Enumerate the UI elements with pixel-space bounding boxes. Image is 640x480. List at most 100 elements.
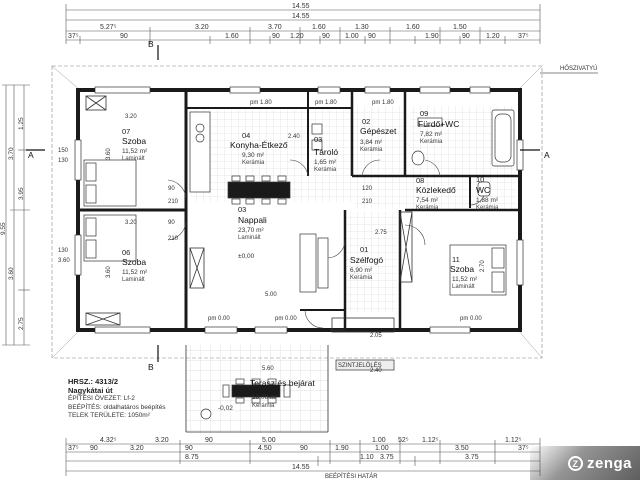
- interior-dim: pm 1.80: [372, 100, 394, 106]
- room-floor: Kerámia: [416, 205, 439, 211]
- bottom-dim: 3.20: [130, 445, 144, 452]
- bottom-dim-total: 14.55: [292, 464, 310, 471]
- top-dim: 1.60: [312, 24, 326, 31]
- left-dim: 3.70: [8, 147, 15, 160]
- room-number: 06: [122, 248, 130, 257]
- top-dim: 90: [120, 33, 128, 40]
- section-mark-b-top: B: [148, 39, 154, 49]
- room-floor: Kerámia: [242, 160, 265, 166]
- interior-dim: 3.60: [106, 148, 112, 160]
- interior-dim: pm 1.80: [250, 100, 272, 106]
- room-04: 04 Konyha-Étkező 9,30 m² Kerámia: [230, 131, 288, 166]
- room-name: Szoba: [122, 257, 146, 267]
- room-floor: Laminált: [122, 156, 145, 162]
- room-number: 10: [476, 175, 484, 184]
- watermark-backdrop: [530, 446, 640, 480]
- room-number: 11: [452, 255, 460, 264]
- sanitary-fixtures: [411, 109, 515, 197]
- room-number: 08: [416, 176, 424, 185]
- bottom-dim: 90: [185, 445, 193, 452]
- section-mark-b-bottom: B: [148, 362, 154, 372]
- top-dim: 1.00: [345, 33, 359, 40]
- top-dim: 1.60: [406, 24, 420, 31]
- bottom-dim: 1.10: [360, 454, 374, 461]
- left-dimensions: [2, 84, 30, 346]
- top-dim: 1.90: [425, 33, 439, 40]
- section-mark-a-left: A: [28, 150, 34, 160]
- room-area: 1,88 m²: [476, 197, 499, 204]
- room-area: 7,54 m²: [416, 197, 439, 204]
- interior-dim: 2.75: [375, 230, 387, 236]
- room-area: 11,52 m²: [122, 148, 148, 155]
- zenga-logo-text: zenga: [586, 455, 632, 472]
- build-type: BEÉPÍTÉS: oldalhatáros beépítés: [68, 403, 166, 411]
- room-name: Szoba: [450, 264, 474, 274]
- interior-dim: 150: [58, 148, 69, 154]
- top-dimensions: [65, 4, 541, 44]
- room-floor: Laminált: [122, 277, 145, 283]
- room-08: 08 Közlekedő 7,54 m² Kerámia: [416, 176, 456, 211]
- left-dim: 3.95: [18, 187, 25, 200]
- bottom-dim: 3.75: [380, 454, 394, 461]
- section-mark-a-right: A: [544, 150, 550, 160]
- room-number: 03: [314, 135, 322, 144]
- interior-dim: 3.60: [106, 266, 112, 278]
- room-area: 11,52 m²: [452, 276, 478, 283]
- room-name: Tároló: [314, 147, 338, 157]
- left-dim: 9.55: [0, 222, 7, 235]
- interior-dim: 2.40: [288, 134, 300, 140]
- top-dim: 1.20: [486, 33, 500, 40]
- terrace-level: -0,02: [218, 405, 233, 412]
- room-number: 03: [238, 205, 246, 214]
- interior-dim: 5.60: [262, 366, 274, 372]
- interior-dim: pm 0.00: [208, 316, 230, 322]
- room-02: 02 Gépészet 3,84 m² Kerámia: [360, 117, 397, 153]
- bottom-dim: 1.90: [335, 445, 349, 452]
- bottom-dim: 4.50: [258, 445, 272, 452]
- interior-dim: 2.05: [370, 333, 382, 339]
- room-area: 23,70 m²: [238, 227, 264, 234]
- bottom-dim: 90: [205, 437, 213, 444]
- entry-tile-floor: [345, 212, 397, 312]
- heat-pump-label: HŐSZIVATYÚ: [560, 65, 597, 72]
- bottom-dim: 1.12⁵: [422, 437, 439, 444]
- windows: [74, 86, 524, 334]
- roof-ridge: [517, 329, 543, 359]
- bottom-dim: 90: [90, 445, 98, 452]
- room-floor: Kerámia: [252, 403, 275, 409]
- room-area: 3,84 m²: [360, 139, 383, 146]
- wardrobes: [85, 95, 413, 326]
- room-name: Szélfogó: [350, 255, 383, 265]
- marker-label: SZINTJELÖLÉS: [338, 362, 382, 369]
- room-07: 07 Szoba 11,52 m² Laminált: [122, 127, 148, 162]
- left-dim: 2.75: [18, 317, 25, 330]
- bottom-dim: 37⁵: [68, 445, 79, 452]
- interior-dim: 210: [362, 199, 373, 205]
- top-dim: 90: [368, 33, 376, 40]
- room-name: Nappali: [238, 215, 267, 225]
- top-dim: 90: [272, 33, 280, 40]
- room-name: Fürdő+WC: [418, 119, 459, 129]
- bottom-dim: 3.20: [155, 437, 169, 444]
- room-number: 02: [362, 117, 370, 126]
- roof-ridge: [51, 329, 81, 359]
- interior-dimensions: 3.20 3.20 5.00 pm 1.80 pm 1.80 pm 1.80 p…: [58, 100, 486, 374]
- room-number: 09: [420, 109, 428, 118]
- room-area: 1,65 m²: [314, 159, 337, 166]
- room-name: Közlekedő: [416, 185, 456, 195]
- bottom-dim: 1.12⁵: [505, 437, 522, 444]
- room-area: 9,30 m²: [242, 152, 265, 159]
- room-number: 07: [122, 127, 130, 136]
- bottom-dim: 4.32⁵: [100, 437, 117, 444]
- service-boxes: [200, 123, 395, 420]
- top-dim: 3.70: [268, 24, 282, 31]
- interior-dim: 5.00: [265, 292, 277, 298]
- bottom-dim: 37⁵: [518, 445, 529, 452]
- top-dim-total-2: 14.55: [292, 13, 310, 20]
- interior-dim: 3.60: [58, 258, 70, 264]
- interior-dim: 3.20: [125, 220, 137, 226]
- mechanical-tile-floor: [355, 106, 405, 174]
- room-name: WC: [476, 185, 490, 195]
- room-area: 7,82 m²: [420, 131, 443, 138]
